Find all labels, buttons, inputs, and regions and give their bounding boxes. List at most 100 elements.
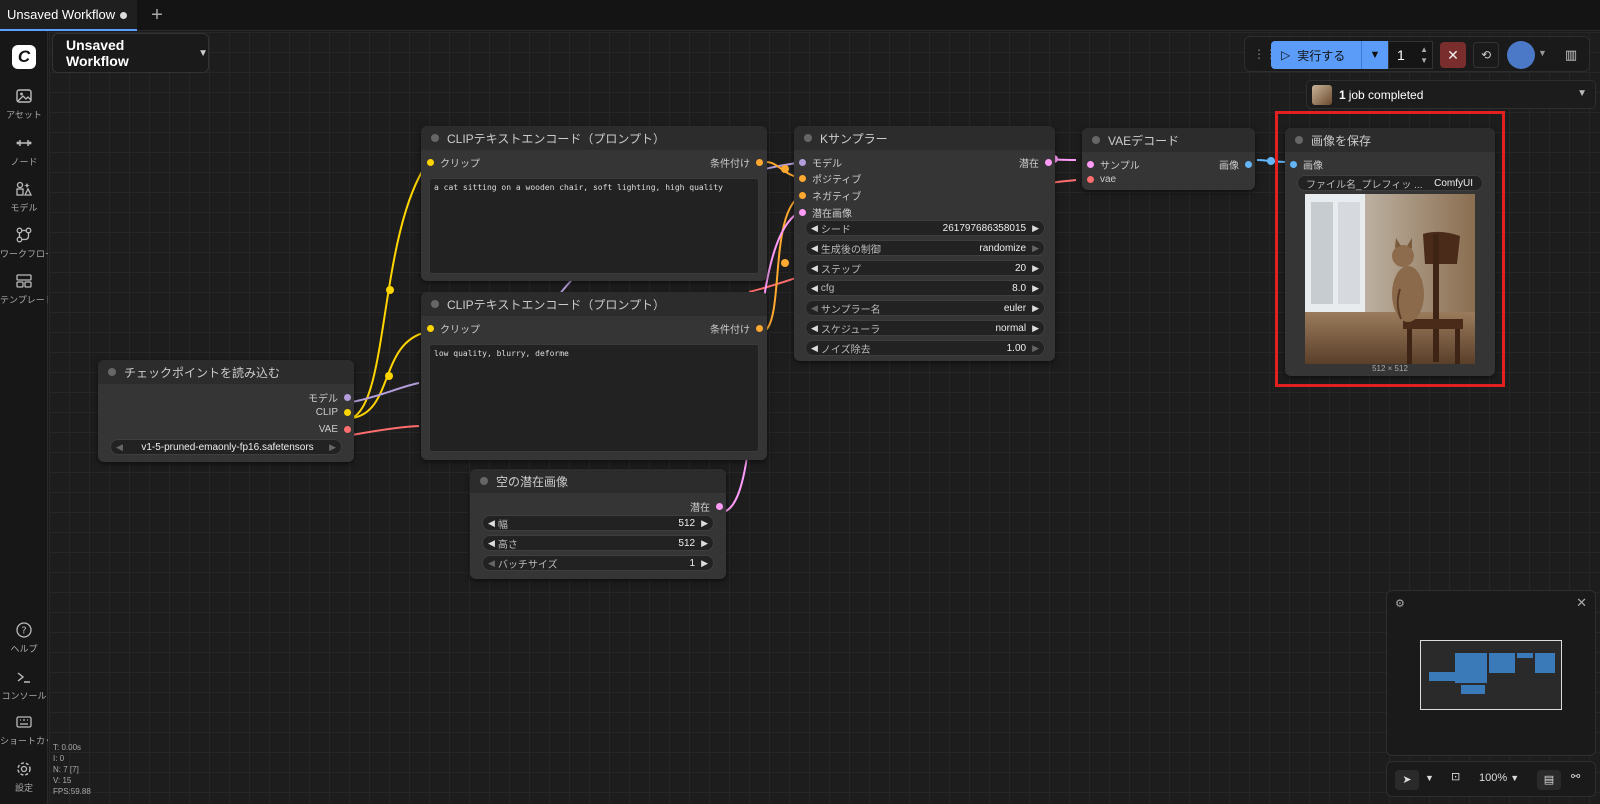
ckpt-name-combo[interactable]: ◀ v1-5-pruned-emaonly-fp16.safetensors ▶ xyxy=(110,439,342,455)
conditioning-pin-icon[interactable] xyxy=(799,175,806,182)
input-slot-clip[interactable]: クリップ xyxy=(427,155,480,170)
output-slot-conditioning[interactable]: 条件付け xyxy=(710,321,763,336)
image-pin-icon[interactable] xyxy=(1290,161,1297,168)
node-checkpoint-loader[interactable]: チェックポイントを読み込む モデル CLIP VAE ◀ v1-5-pruned… xyxy=(98,360,354,462)
latent-pin-icon[interactable] xyxy=(1045,159,1052,166)
collapse-dot-icon[interactable] xyxy=(1092,136,1100,144)
conditioning-pin-icon[interactable] xyxy=(756,159,763,166)
input-slot-clip[interactable]: クリップ xyxy=(427,321,480,336)
arrow-right-icon[interactable]: ▶ xyxy=(1032,302,1039,313)
arrow-left-icon[interactable]: ◀ xyxy=(811,282,818,293)
right-panel-toggle-icon[interactable]: ▥ xyxy=(1564,47,1578,62)
add-tab-button[interactable]: + xyxy=(151,4,163,26)
chevron-down-icon[interactable]: ▼ xyxy=(1538,48,1547,58)
minimap-settings-icon[interactable]: ⚙ xyxy=(1395,598,1405,610)
output-slot-clip[interactable]: CLIP xyxy=(316,407,351,418)
input-slot-vae[interactable]: vae xyxy=(1087,174,1116,185)
fit-view-icon[interactable]: ⊡ xyxy=(1451,771,1461,783)
input-slot-latent[interactable]: 潜在画像 xyxy=(799,205,852,220)
node-clip-text-encode-negative[interactable]: CLIPテキストエンコード（プロンプト） クリップ 条件付け low quali… xyxy=(421,292,767,460)
output-slot-latent[interactable]: 潜在 xyxy=(1019,155,1052,170)
arrow-right-icon[interactable]: ▶ xyxy=(1032,322,1039,333)
unsaved-dot-icon[interactable] xyxy=(120,12,127,19)
sidebar-item-workflows[interactable]: ワークフロー xyxy=(0,226,48,260)
sidebar-item-assets[interactable]: アセット xyxy=(0,87,48,121)
generated-image-preview[interactable] xyxy=(1305,194,1475,364)
sidebar-item-console[interactable]: コンソール xyxy=(0,668,48,702)
prompt-textarea[interactable]: a cat sitting on a wooden chair, soft li… xyxy=(429,178,759,274)
workflow-title-dropdown[interactable]: Unsaved Workflow ▼ xyxy=(52,33,209,73)
sidebar-item-templates[interactable]: テンプレート xyxy=(0,272,48,306)
arrow-left-icon[interactable]: ◀ xyxy=(811,322,818,333)
arrow-right-icon[interactable]: ▶ xyxy=(701,517,708,528)
collapse-dot-icon[interactable] xyxy=(480,477,488,485)
hide-links-icon[interactable]: ⚯ xyxy=(1571,771,1581,783)
node-header[interactable]: 画像を保存 xyxy=(1285,128,1495,152)
collapse-dot-icon[interactable] xyxy=(804,134,812,142)
arrow-left-icon[interactable]: ◀ xyxy=(811,262,818,273)
arrow-left-icon[interactable]: ◀ xyxy=(811,222,818,233)
collapse-dot-icon[interactable] xyxy=(431,300,439,308)
arrow-right-icon[interactable]: ▶ xyxy=(1032,222,1039,233)
model-pin-icon[interactable] xyxy=(344,394,351,401)
image-pin-icon[interactable] xyxy=(1245,161,1252,168)
graph-canvas[interactable]: Unsaved Workflow ▼ CLIPテキストエンコード（プロンプト） … xyxy=(49,32,1600,804)
arrow-left-icon[interactable]: ◀ xyxy=(116,441,123,452)
collapse-dot-icon[interactable] xyxy=(431,134,439,142)
comfy-logo-icon[interactable]: C xyxy=(12,45,36,69)
input-slot-samples[interactable]: サンプル xyxy=(1087,157,1140,172)
clip-pin-icon[interactable] xyxy=(427,159,434,166)
output-slot-vae[interactable]: VAE xyxy=(319,424,351,435)
node-header[interactable]: 空の潜在画像 xyxy=(470,469,726,493)
collapse-dot-icon[interactable] xyxy=(1295,136,1303,144)
job-status-banner[interactable]: 1 job completed ▼ xyxy=(1306,80,1596,109)
output-slot-image[interactable]: 画像 xyxy=(1219,157,1252,172)
node-header[interactable]: CLIPテキストエンコード（プロンプト） xyxy=(421,292,767,316)
cancel-queue-button[interactable]: ✕ xyxy=(1440,42,1466,68)
select-tool-icon[interactable]: ➤ xyxy=(1395,770,1419,790)
user-avatar[interactable] xyxy=(1507,41,1535,69)
minimap-viewport[interactable] xyxy=(1420,640,1562,710)
conditioning-pin-icon[interactable] xyxy=(756,325,763,332)
node-header[interactable]: VAEデコード xyxy=(1082,128,1255,152)
input-slot-model[interactable]: モデル xyxy=(799,155,842,170)
model-pin-icon[interactable] xyxy=(799,159,806,166)
input-slot-negative[interactable]: ネガティブ xyxy=(799,188,861,203)
arrow-right-icon[interactable]: ▶ xyxy=(1032,342,1039,353)
chevron-down-icon[interactable]: ▼ xyxy=(1577,88,1587,99)
sidebar-item-help[interactable]: ? ヘルプ xyxy=(0,621,48,655)
sidebar-item-shortcuts[interactable]: ショートカット xyxy=(0,713,48,747)
minimap-toggle-icon[interactable]: ▤ xyxy=(1537,770,1561,790)
vae-pin-icon[interactable] xyxy=(344,426,351,433)
arrow-right-icon[interactable]: ▶ xyxy=(701,557,708,568)
filename-prefix-widget[interactable]: ファイル名_プレフィッ ... ComfyUI xyxy=(1297,175,1483,191)
zoom-level[interactable]: 100% ▼ xyxy=(1479,772,1519,784)
arrow-left-icon[interactable]: ◀ xyxy=(811,242,818,253)
queue-history-button[interactable]: ⟲ xyxy=(1473,42,1499,68)
chevron-down-icon[interactable]: ▼ xyxy=(1425,773,1434,783)
arrow-left-icon[interactable]: ◀ xyxy=(488,557,495,568)
clip-pin-icon[interactable] xyxy=(427,325,434,332)
prompt-textarea[interactable]: low quality, blurry, deforme xyxy=(429,344,759,452)
node-clip-text-encode-positive[interactable]: CLIPテキストエンコード（プロンプト） クリップ 条件付け a cat sit… xyxy=(421,126,767,281)
node-save-image[interactable]: 画像を保存 画像 ファイル名_プレフィッ ... ComfyUI xyxy=(1285,128,1495,376)
arrow-left-icon[interactable]: ◀ xyxy=(488,537,495,548)
arrow-left-icon[interactable]: ◀ xyxy=(811,342,818,353)
latent-pin-icon[interactable] xyxy=(1087,161,1094,168)
node-header[interactable]: チェックポイントを読み込む xyxy=(98,360,354,384)
output-slot-latent[interactable]: 潜在 xyxy=(690,499,723,514)
node-header[interactable]: CLIPテキストエンコード（プロンプト） xyxy=(421,126,767,150)
input-slot-positive[interactable]: ポジティブ xyxy=(799,171,861,186)
output-slot-model[interactable]: モデル xyxy=(308,390,351,405)
arrow-left-icon[interactable]: ◀ xyxy=(488,517,495,528)
run-mode-dropdown[interactable]: ▼ xyxy=(1361,41,1388,69)
